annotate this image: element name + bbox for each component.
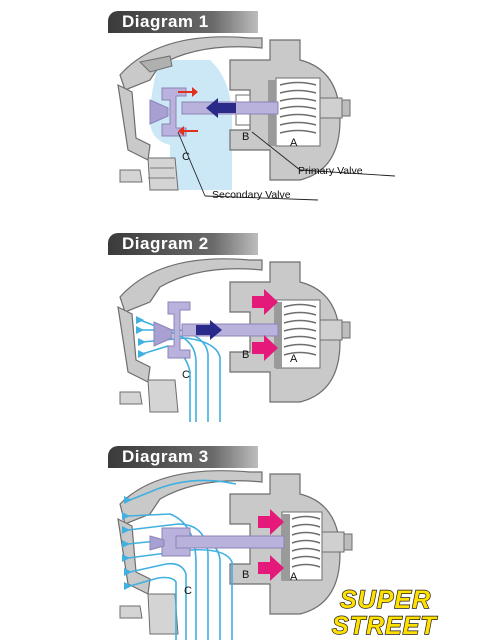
diagram-3-illustration: A B C: [117, 470, 353, 640]
lower-fitting: [147, 593, 179, 635]
diagram-1-title: Diagram 1: [122, 12, 209, 31]
lower-fitting: [147, 379, 179, 413]
label-b: B: [242, 131, 249, 143]
outer-housing: [119, 470, 263, 525]
blue-arrow: [206, 98, 236, 118]
label-a: A: [290, 137, 298, 149]
label-c: C: [182, 369, 190, 381]
brand-line-1: SUPER: [340, 586, 431, 614]
label-c: C: [184, 585, 192, 597]
label-a: A: [290, 571, 298, 583]
secondary-valve: [153, 321, 173, 347]
diagram-2-title-tab: [108, 233, 258, 255]
diagram-2-panel: Diagram 2 A B C: [0, 222, 480, 422]
primary-valve-callout: Primary Valve: [298, 165, 363, 177]
outer-housing: [119, 258, 263, 313]
spring: [279, 81, 317, 134]
cover-lip: [117, 305, 151, 383]
diagram-1-illustration: A B C Primary Valve Secondary Valve: [117, 36, 396, 201]
adjuster-screw: [319, 97, 343, 119]
super-street-logo: SUPER STREET: [331, 585, 438, 640]
diagram-3-panel: Diagram 3 A B C: [0, 444, 480, 644]
primary-valve: [161, 527, 191, 557]
secondary-valve: [149, 99, 169, 125]
secondary-valve: [149, 535, 165, 551]
spring: [283, 303, 317, 356]
spring-chamber: [275, 77, 321, 147]
spring: [291, 515, 321, 568]
outer-housing: [119, 36, 263, 91]
diagram-3-title: Diagram 3: [122, 447, 209, 466]
label-a: A: [290, 353, 298, 365]
label-b: B: [242, 569, 249, 581]
secondary-valve-callout: Secondary Valve: [212, 189, 291, 201]
pink-arrow-top: [258, 509, 284, 535]
label-c: C: [182, 151, 190, 163]
diagram-2-illustration: A B C: [117, 258, 351, 422]
pink-arrow-bottom: [258, 555, 284, 581]
red-arrow-bottom: [178, 126, 198, 136]
diagram-3-title-tab: [108, 446, 258, 468]
pink-arrow-top: [252, 289, 278, 315]
primary-valve: [167, 301, 191, 359]
cover-lip: [117, 83, 151, 161]
lower-fitting: [147, 157, 179, 191]
spring-chamber: [275, 299, 321, 369]
diagram-2-title: Diagram 2: [122, 234, 209, 253]
brand-line-2: STREET: [332, 612, 438, 640]
valve-stem: [175, 535, 285, 549]
adjuster-screw: [321, 531, 345, 553]
diagram-1-panel: Diagram 1: [0, 0, 480, 201]
blue-arrow: [196, 320, 222, 340]
red-arrow-top: [178, 87, 198, 97]
adjuster-screw: [319, 319, 343, 341]
pink-arrow-bottom: [252, 335, 278, 361]
diagram-1-title-tab: [108, 11, 258, 33]
label-b: B: [242, 349, 249, 361]
primary-valve: [161, 87, 187, 137]
